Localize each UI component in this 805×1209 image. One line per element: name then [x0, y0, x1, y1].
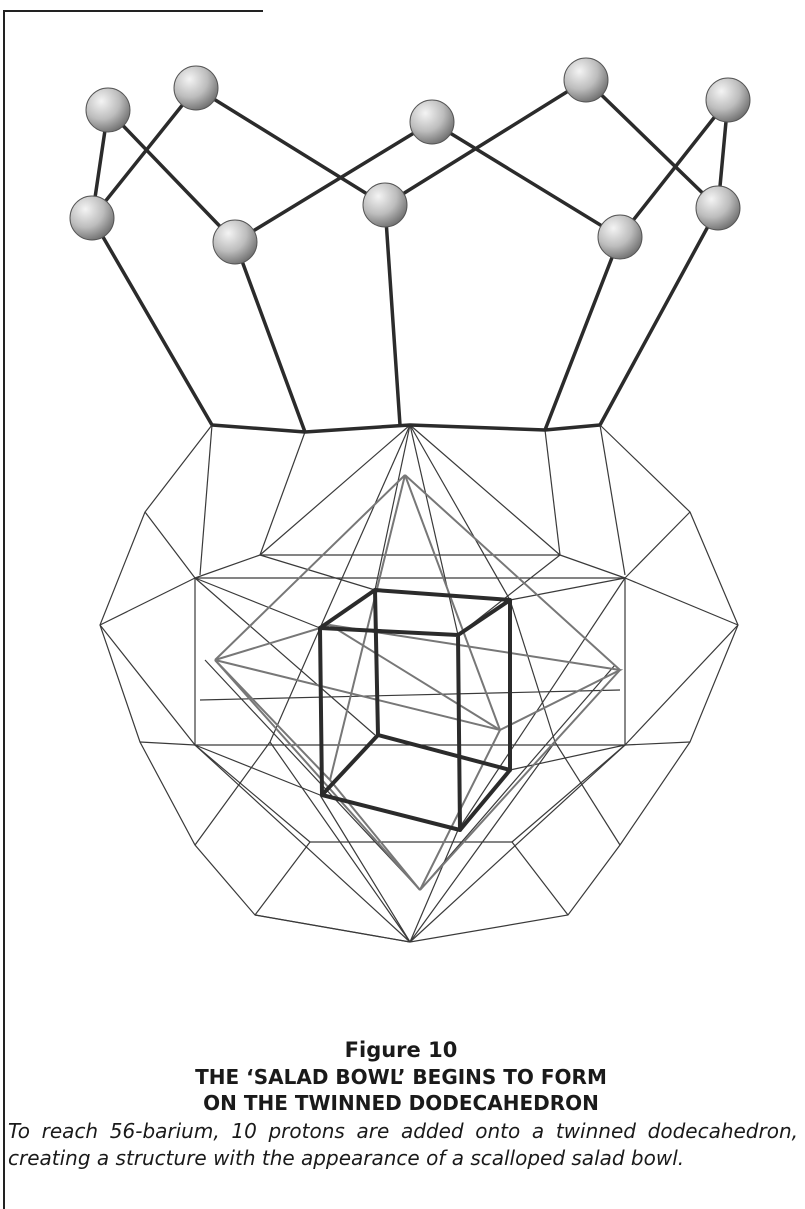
proton-ball: [70, 196, 114, 240]
proton-ball: [696, 186, 740, 230]
proton-ball: [598, 215, 642, 259]
twinned-dodecahedron-wireframe: [100, 425, 738, 942]
salad-bowl-diagram: [0, 0, 805, 1020]
proton-ball: [86, 88, 130, 132]
proton-ball: [174, 66, 218, 110]
proton-ball: [213, 220, 257, 264]
figure-title-line-2: ON THE TWINNED DODECAHEDRON: [6, 1090, 796, 1116]
figure-title: THE ‘SALAD BOWL’ BEGINS TO FORM ON THE T…: [6, 1064, 796, 1116]
proton-ball: [363, 183, 407, 227]
proton-ball: [410, 100, 454, 144]
figure-description: To reach 56-barium, 10 protons are added…: [6, 1118, 798, 1172]
inner-octahedron: [215, 475, 620, 890]
salad-bowl-scallops: [92, 80, 728, 432]
figure-number: Figure 10: [6, 1038, 796, 1063]
proton-ball: [564, 58, 608, 102]
proton-ball: [706, 78, 750, 122]
protons: [70, 58, 750, 264]
figure-title-line-1: THE ‘SALAD BOWL’ BEGINS TO FORM: [6, 1064, 796, 1090]
